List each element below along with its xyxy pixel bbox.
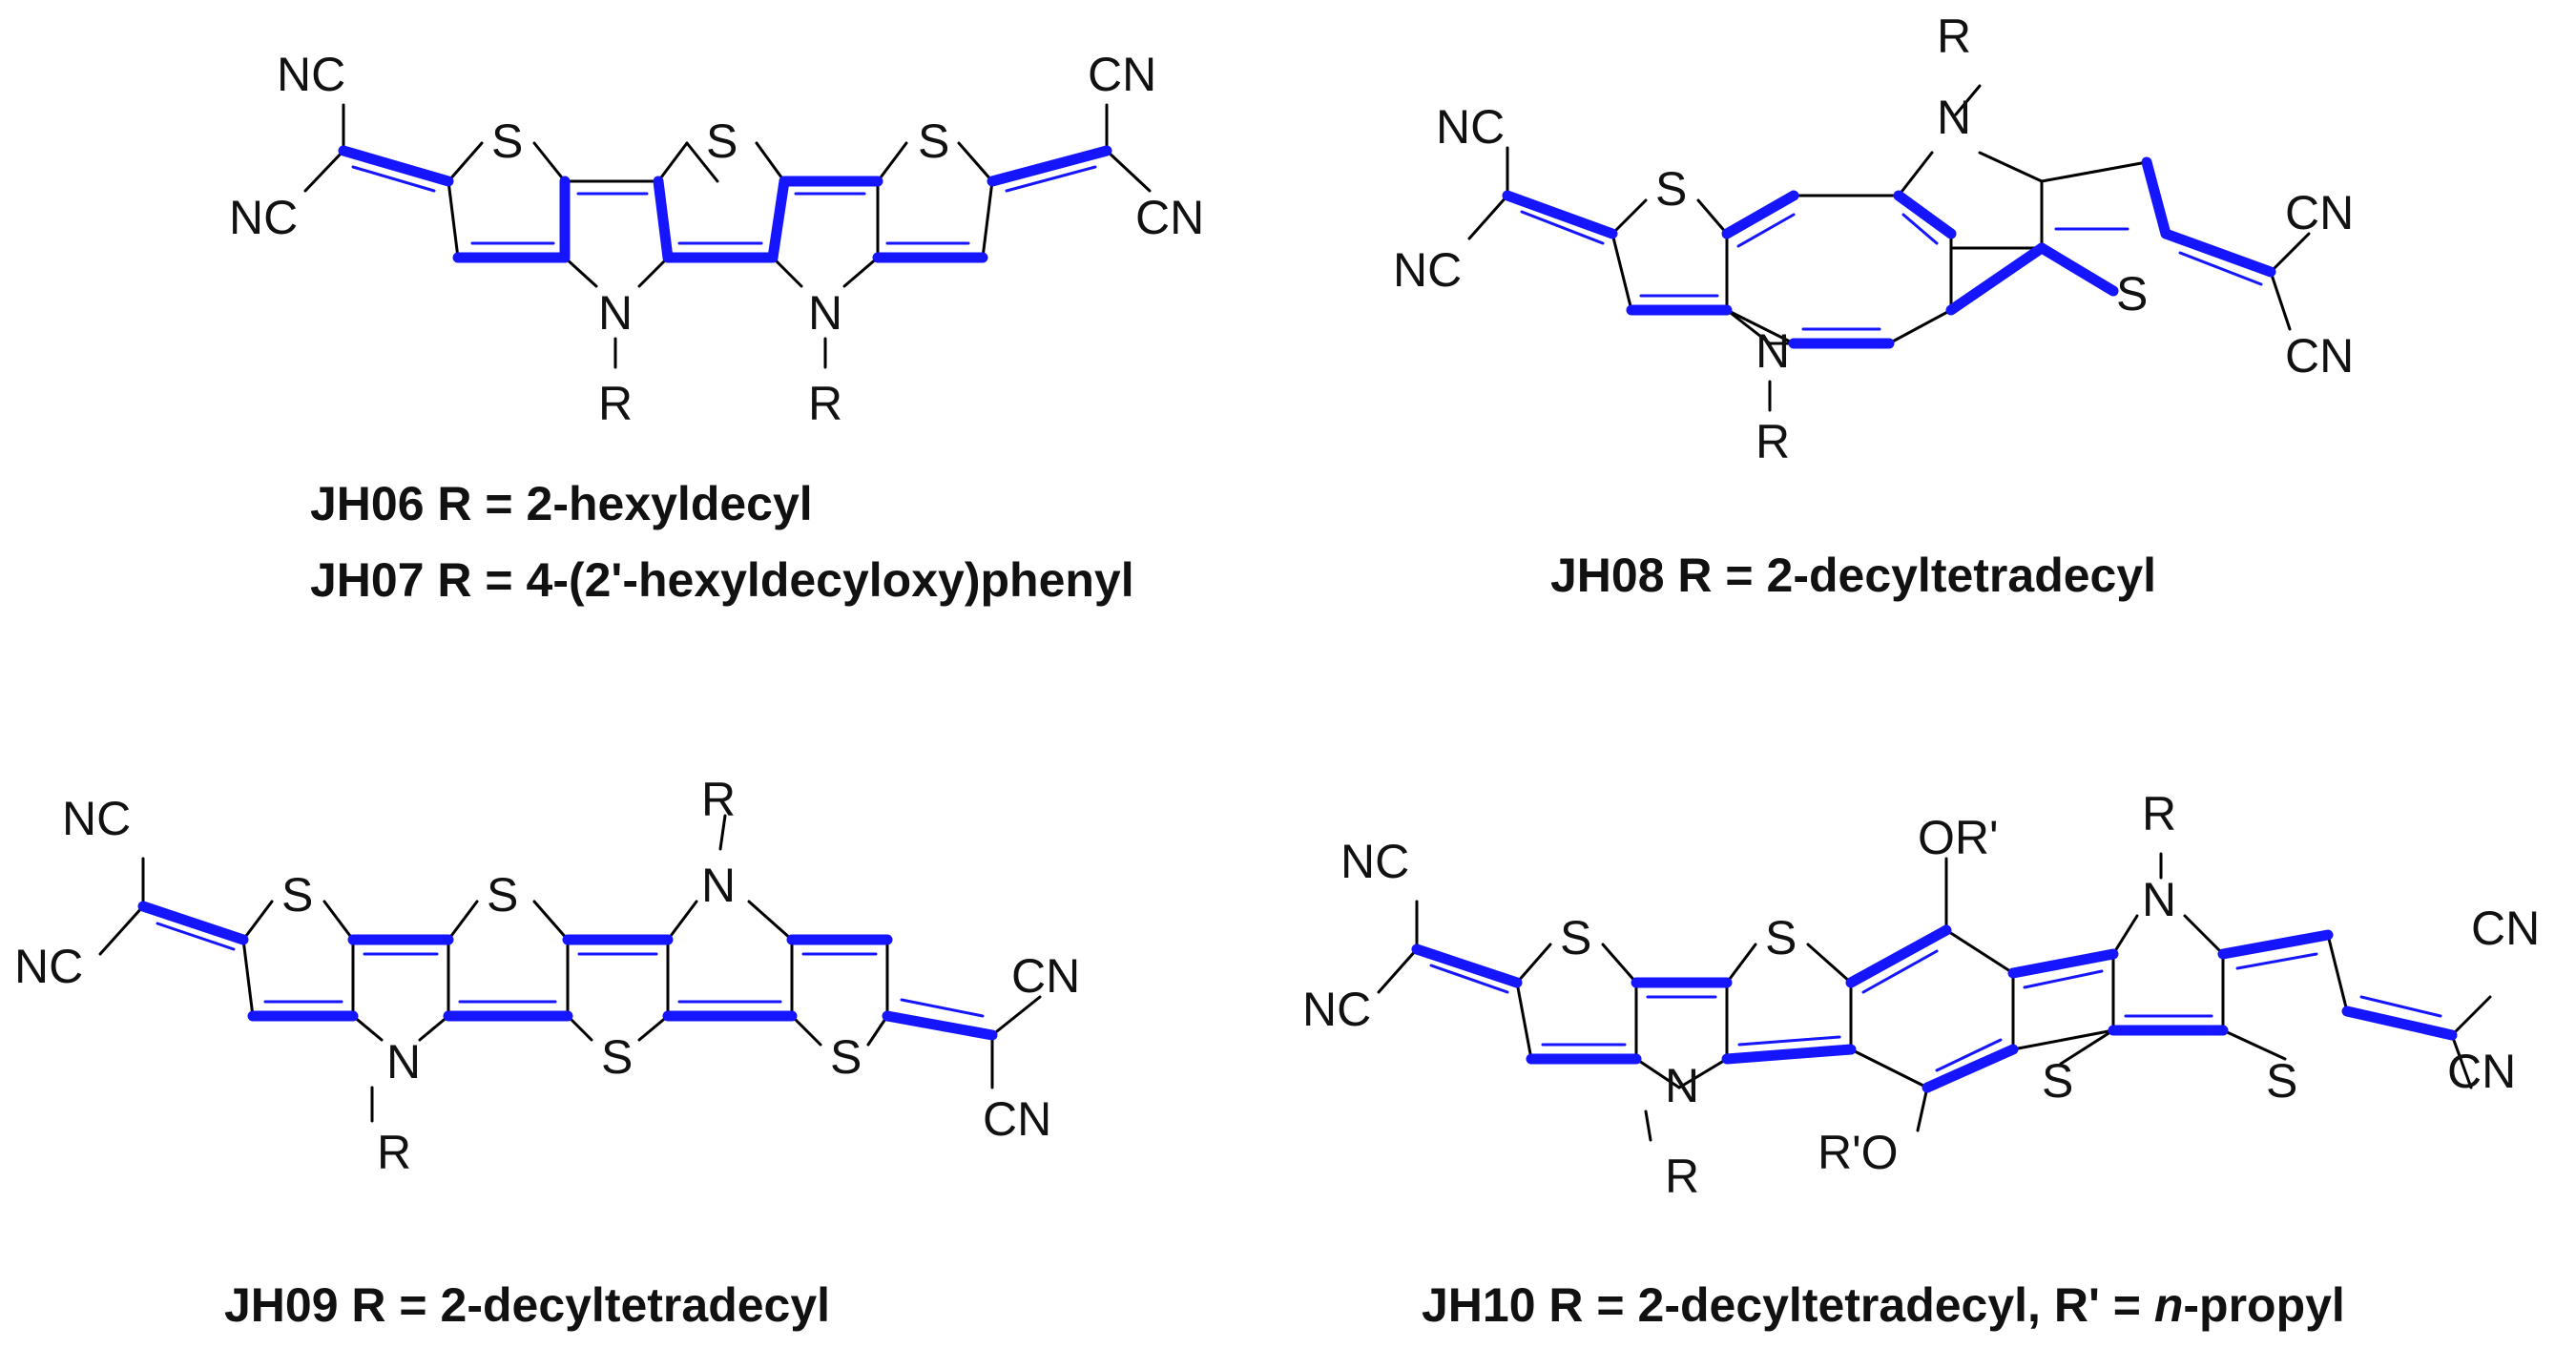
jh10-atom-labels: NC NC CN CN S S S S N N R R OR' R'O [1302,787,2540,1203]
r-substituent-label: R [1755,415,1790,468]
cn-label: CN [2471,902,2540,955]
nitrogen-label: N [701,859,736,912]
jh09-conjugation-path [137,901,998,1041]
sulfur-label: S [281,868,313,922]
sulfur-label: S [1655,162,1687,216]
jh08-conjugation-path [1502,156,2276,349]
nc-label: NC [14,940,83,993]
r-prime-o-label: R'O [1818,1126,1899,1179]
caption-jh10-main: JH10 R = 2-decyltetradecyl, R' = [1422,1278,2154,1332]
jh09-single-bonds [98,814,1042,1123]
sulfur-label: S [2266,1054,2297,1108]
nitrogen-label: N [2142,873,2176,926]
sulfur-label: S [1765,911,1797,964]
r-substituent-label: R [377,1126,411,1179]
jh06-atom-labels: NC NC CN CN S S S N N R R [229,48,1204,430]
molecule-jh06-jh07: NC NC CN CN S S S N N R R JH06 R = 2-hex… [229,48,1204,607]
nitrogen-label: N [598,286,633,340]
jh09-atom-labels: NC NC CN CN S S S S N N R R [14,773,1080,1179]
nitrogen-label: N [1665,1059,1699,1112]
caption-jh06: JH06 R = 2-hexyldecyl [310,477,813,530]
nc-label: NC [1393,243,1462,297]
jh10-single-bonds [1377,852,2492,1142]
jh06-conjugation-path [338,145,1112,263]
nc-label: NC [277,48,345,101]
r-substituent-label: R [701,773,736,826]
caption-jh10-italic: n [2154,1278,2184,1332]
r-substituent-label: R [808,377,842,430]
sulfur-label: S [601,1030,633,1084]
cn-label: CN [2285,186,2354,239]
jh10-conjugation-path [1411,924,2458,1093]
jh08-single-bonds [1467,84,2311,412]
jh08-atom-labels: NC NC CN CN S S N N R R [1393,10,2354,468]
caption-jh09: JH09 R = 2-decyltetradecyl [224,1278,830,1332]
r-substituent-label: R [598,377,633,430]
caption-jh08: JH08 R = 2-decyltetradecyl [1550,549,2156,602]
caption-jh10: JH10 R = 2-decyltetradecyl, R' = n-propy… [1422,1278,2345,1332]
sulfur-label: S [830,1030,862,1084]
r-substituent-label: R [1937,10,1971,63]
nc-label: NC [1302,983,1371,1036]
sulfur-label: S [2116,267,2148,321]
sulfur-label: S [2042,1054,2073,1108]
nc-label: NC [229,191,298,244]
sulfur-label: S [918,114,949,168]
sulfur-label: S [706,114,737,168]
nc-label: NC [1340,835,1409,888]
caption-jh10-suffix: -propyl [2183,1278,2344,1332]
r-substituent-label: R [2142,787,2176,840]
cn-label: CN [2447,1045,2516,1098]
molecule-jh09: NC NC CN CN S S S S N N R R JH09 R = 2-d… [14,773,1080,1332]
cn-label: CN [983,1092,1051,1146]
caption-jh07: JH07 R = 4-(2'-hexyldecyloxy)phenyl [310,553,1134,607]
nitrogen-label: N [1755,324,1790,378]
r-substituent-label: R [1665,1150,1699,1203]
cn-label: CN [1011,949,1080,1003]
nc-label: NC [1436,100,1505,154]
cn-label: CN [2285,329,2354,383]
nitrogen-label: N [386,1035,421,1089]
molecule-jh08: NC NC CN CN S S N N R R JH08 R = 2-decyl… [1393,10,2354,602]
sulfur-label: S [491,114,523,168]
or-prime-label: OR' [1918,811,1999,864]
sulfur-label: S [487,868,518,922]
molecule-jh10: NC NC CN CN S S S S N N R R OR' R'O JH10… [1302,787,2540,1332]
cn-label: CN [1135,191,1204,244]
nitrogen-label: N [1937,91,1971,144]
nc-label: NC [62,792,131,845]
nitrogen-label: N [808,286,842,340]
sulfur-label: S [1560,911,1591,964]
cn-label: CN [1088,48,1156,101]
